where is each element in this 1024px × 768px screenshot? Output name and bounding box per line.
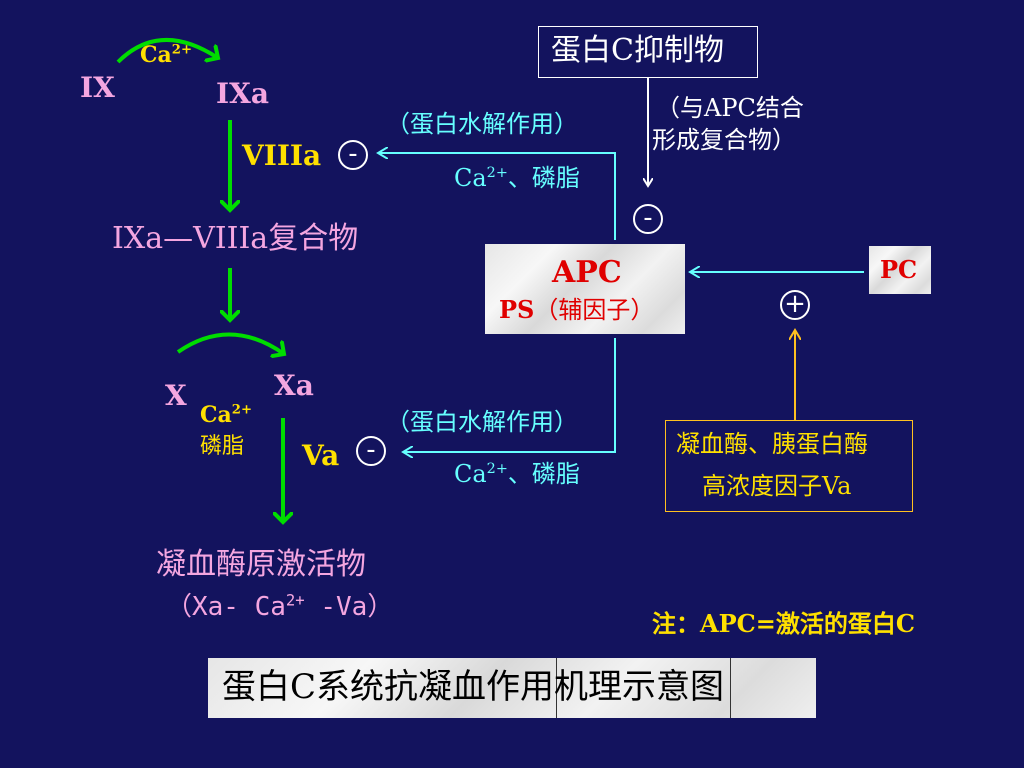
ps-cofactor-label: PS（辅因子） — [499, 295, 655, 324]
cofactor-bottom-label: Ca2+、磷脂 — [454, 460, 580, 488]
protein-c-inhibitor-label: 蛋白C抑制物 — [551, 33, 724, 68]
prothrombinase-line2: （Xa- Ca2+ -Va） — [166, 591, 394, 622]
minus-sign-inhibitor: - — [633, 204, 663, 234]
calcium-top-label: Ca2+ — [140, 42, 192, 68]
cofactor-top-label: Ca2+、磷脂 — [454, 164, 580, 192]
apc-to-viiia-path — [378, 153, 616, 240]
factor-ixa-label: IXa — [216, 77, 269, 110]
apc-to-va-path — [403, 338, 616, 452]
protein-c-inhibitor-box — [538, 26, 758, 78]
apc-definition-note: 注：APC=激活的蛋白C — [652, 609, 915, 638]
phospholipid-mid-label: 磷脂 — [200, 434, 245, 459]
inhibitor-note-line2: 形成复合物） — [652, 126, 796, 154]
prothrombinase-line1: 凝血酶原激活物 — [156, 547, 366, 582]
minus-sign-va: - — [356, 436, 386, 466]
plus-sign-activation: + — [780, 290, 810, 320]
pc-box — [869, 246, 931, 294]
activator-line1: 凝血酶、胰蛋白酶 — [676, 430, 868, 458]
x-activation-curve — [176, 332, 284, 354]
factor-x-label: X — [165, 379, 187, 412]
title-box — [208, 658, 816, 718]
ixa-viiia-complex-label: IXa—VIIIa复合物 — [112, 221, 359, 256]
activator-line2: 高浓度因子Va — [702, 472, 852, 500]
minus-sign-viiia: - — [338, 140, 368, 170]
calcium-mid-label: Ca2+ — [200, 402, 252, 428]
factor-va-label: Va — [302, 439, 340, 472]
factor-viiia-label: VIIIa — [242, 139, 322, 172]
hydrolysis-bottom-label: （蛋白水解作用） — [386, 408, 578, 436]
diagram-title: 蛋白C系统抗凝血作用机理示意图 — [222, 667, 725, 707]
pc-label: PC — [880, 255, 918, 284]
apc-box — [485, 244, 685, 334]
apc-label: APC — [552, 255, 622, 290]
factor-ix-label: IX — [80, 71, 115, 104]
activator-box — [665, 420, 913, 512]
factor-xa-label: Xa — [274, 369, 314, 402]
ix-activation-curve — [116, 37, 218, 64]
hydrolysis-top-label: （蛋白水解作用） — [386, 110, 578, 138]
inhibitor-note-line1: （与APC结合 — [656, 94, 804, 122]
